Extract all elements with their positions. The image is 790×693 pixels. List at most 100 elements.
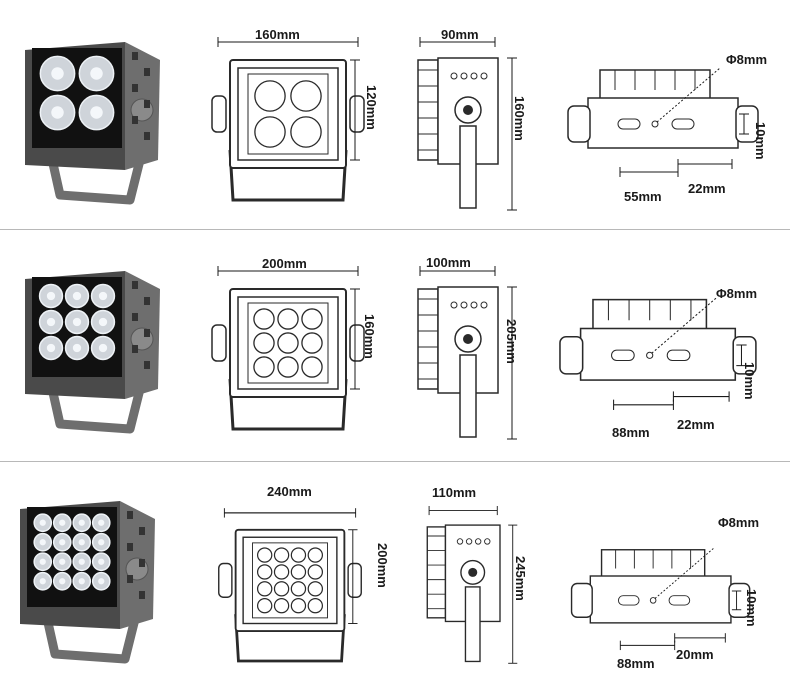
heat-fin	[144, 132, 150, 140]
led-lens	[301, 308, 323, 330]
led-lens	[256, 597, 273, 614]
slot-hole-right	[666, 349, 691, 361]
mounting-bracket	[40, 608, 140, 664]
heat-sink-fins	[417, 288, 439, 390]
center-hole	[649, 597, 657, 604]
heat-sink-fins	[426, 526, 447, 619]
led-chip	[98, 539, 105, 546]
led-lens	[307, 547, 324, 563]
side-depth-label: 90mm	[441, 27, 479, 42]
led-chip	[39, 558, 46, 565]
screw-hole	[460, 301, 468, 309]
side-knob-right	[349, 95, 365, 133]
led-chip	[59, 519, 66, 526]
leader-line	[656, 67, 721, 123]
bracket-view-drawing	[567, 67, 759, 177]
dimension-line	[736, 344, 747, 367]
led-chip	[72, 291, 82, 301]
screw-hole	[470, 301, 478, 309]
led-lens	[307, 581, 324, 597]
bracket-spacing-label: 88mm	[612, 425, 650, 440]
inner-frame	[237, 67, 339, 161]
heat-fin	[132, 313, 138, 321]
front-width-label: 240mm	[267, 484, 312, 499]
led-chip	[46, 317, 56, 327]
led-chip	[98, 578, 105, 585]
front-view-drawing	[211, 266, 365, 431]
dimension-line	[672, 391, 730, 402]
dimension-line	[350, 59, 360, 161]
screw-hole	[480, 72, 488, 80]
dimension-line	[223, 508, 357, 518]
front-view-drawing	[211, 37, 365, 202]
slot-hole-right	[668, 595, 691, 606]
dimension-line	[619, 167, 679, 177]
side-view-drawing	[417, 266, 517, 440]
bracket-height-label: 10mm	[742, 362, 757, 400]
led-chip	[59, 558, 66, 565]
dimension-line	[507, 286, 517, 440]
led-chip	[72, 343, 82, 353]
mounting-bracket	[45, 378, 145, 434]
led-chip	[46, 291, 56, 301]
mounting-bracket	[228, 378, 348, 431]
led-lens	[290, 116, 322, 148]
center-hole	[646, 351, 654, 359]
heat-fin	[127, 575, 133, 583]
led-lens	[301, 356, 323, 378]
slot-hole-left	[617, 118, 641, 130]
dimension-line	[677, 159, 733, 169]
led-lens	[254, 80, 286, 112]
led-lens	[290, 581, 307, 597]
row-divider	[0, 461, 790, 462]
front-width-label: 160mm	[255, 27, 300, 42]
bracket-arm	[459, 125, 477, 209]
dimension-line	[419, 37, 496, 47]
model-row-1: 160mm 120mm 90mm 160mm Φ8mm 10mm 55mm 22…	[0, 0, 790, 229]
led-chip	[51, 106, 64, 119]
side-knob-left	[567, 105, 591, 143]
dimension-line	[619, 640, 676, 651]
side-height-label: 245mm	[513, 556, 528, 601]
led-chip	[98, 291, 108, 301]
front-height-label: 200mm	[375, 543, 390, 588]
bracket-spacing-label: 55mm	[624, 189, 662, 204]
side-knob-right	[735, 105, 759, 143]
led-lens	[256, 547, 273, 563]
dimension-line	[348, 529, 358, 624]
led-chip	[51, 67, 64, 80]
product-photo	[25, 271, 160, 434]
led-chip	[98, 317, 108, 327]
led-lens	[277, 332, 299, 354]
screw-hole	[484, 538, 491, 545]
center-hole	[651, 120, 659, 128]
screw-hole	[456, 538, 464, 545]
bracket-hole-label: Φ8mm	[716, 286, 758, 301]
heat-fin	[144, 100, 150, 108]
heat-fin	[132, 116, 138, 124]
led-chip	[46, 343, 56, 353]
heat-fin	[132, 281, 138, 289]
heat-fin	[132, 84, 138, 92]
dimension-line	[674, 633, 726, 643]
heat-sink-fins	[417, 59, 439, 161]
led-lens	[301, 332, 323, 354]
slot-hole-right	[671, 118, 695, 130]
side-height-label: 160mm	[512, 96, 527, 141]
mounting-bracket	[228, 149, 348, 202]
led-chip	[90, 106, 103, 119]
led-lens	[254, 116, 286, 148]
screw-hole	[460, 72, 468, 80]
side-knob-right	[732, 335, 757, 375]
heat-fin	[139, 527, 145, 535]
bracket-plate	[587, 97, 739, 149]
side-depth-label: 110mm	[432, 485, 477, 500]
gear-knob-center	[468, 567, 478, 577]
bracket-plate	[589, 575, 732, 624]
slot-hole-left	[611, 349, 635, 361]
bracket-plate	[579, 327, 737, 381]
led-chip	[98, 519, 105, 526]
side-knob-left	[211, 95, 227, 133]
bracket-offset-label: 20mm	[676, 647, 714, 662]
side-knob-right	[349, 324, 365, 362]
